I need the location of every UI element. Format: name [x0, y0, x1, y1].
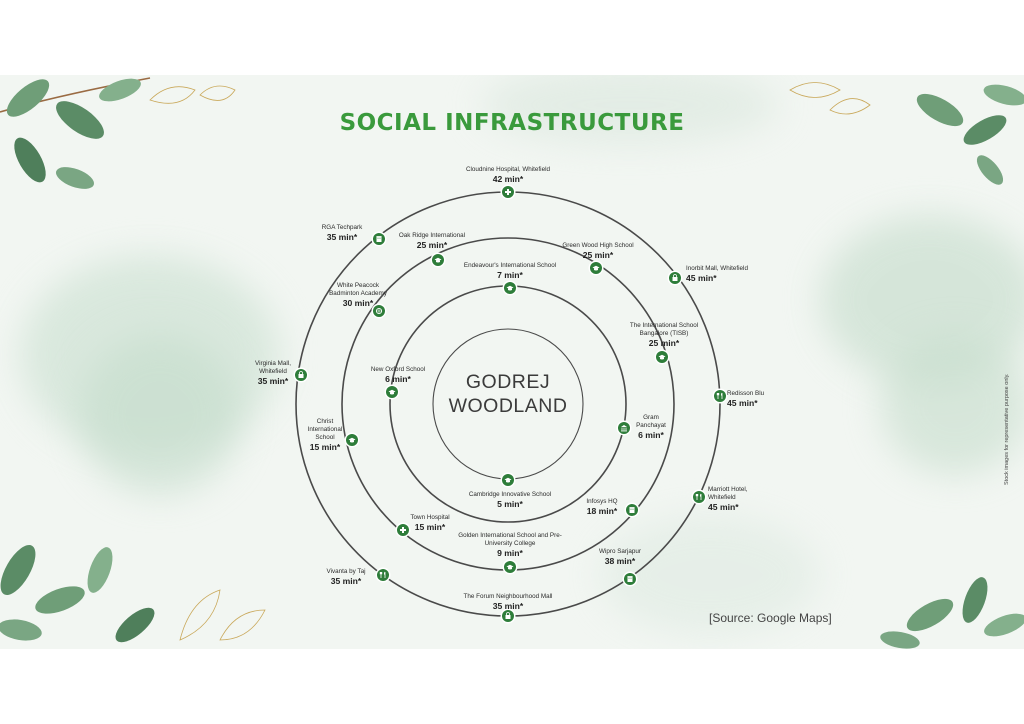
disclaimer-note: Stock images for representative purpose … — [1004, 373, 1010, 485]
hospital-icon — [502, 186, 514, 198]
office-icon — [373, 233, 385, 245]
school-icon — [386, 386, 398, 398]
office-icon — [624, 573, 636, 585]
school-icon — [346, 434, 358, 446]
slide-background — [0, 75, 1024, 649]
mall-icon — [669, 272, 681, 284]
school-icon — [432, 254, 444, 266]
restaurant-icon — [693, 491, 705, 503]
location-label: The International School Bangalore (TISB… — [629, 322, 699, 348]
hospital-icon — [397, 524, 409, 536]
project-name-line1: GODREJ — [465, 371, 551, 393]
government-icon — [618, 422, 630, 434]
restaurant-icon — [377, 569, 389, 581]
restaurant-icon — [714, 390, 726, 402]
project-name: GODREJ WOODLAND — [433, 370, 583, 418]
school-icon — [590, 262, 602, 274]
source-note: [Source: Google Maps] — [709, 611, 832, 625]
school-icon — [504, 561, 516, 573]
location-label: Golden International School and Pre-Univ… — [458, 532, 562, 558]
school-icon — [504, 282, 516, 294]
school-icon — [656, 351, 668, 363]
project-name-line2: WOODLAND — [448, 395, 568, 417]
mall-icon — [295, 369, 307, 381]
office-icon — [626, 504, 638, 516]
school-icon — [502, 474, 514, 486]
mall-icon — [502, 610, 514, 622]
page-title: SOCIAL INFRASTRUCTURE — [339, 110, 685, 136]
sports-icon — [373, 305, 385, 317]
